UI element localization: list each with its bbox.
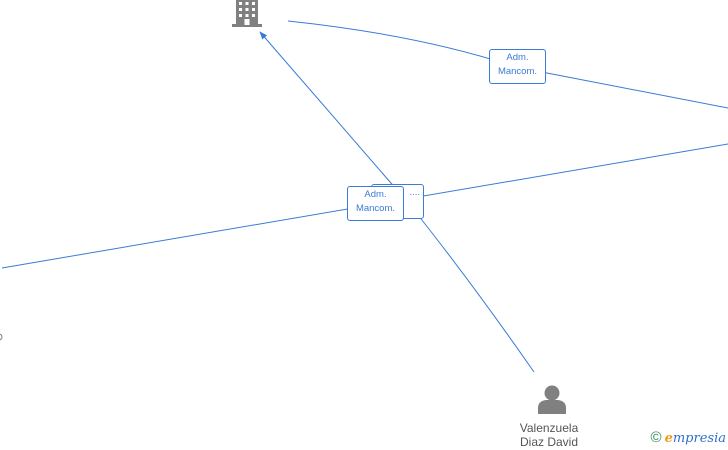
brand-watermark: ©empresia (651, 429, 726, 446)
edge-label-line1: Adm. (364, 189, 387, 200)
person-node-label[interactable]: Valenzuela Diaz David (504, 421, 594, 449)
edge-label-line2: Mancom. (497, 66, 538, 77)
edge-label-adm-mancom-1[interactable]: Adm. Mancom. (489, 49, 546, 84)
edge-stub-left (0, 333, 3, 341)
edge-label-line1: Adm. (506, 52, 529, 63)
person-name-line1: Valenzuela (519, 421, 579, 435)
copyright-symbol: © (650, 429, 662, 446)
person-icon[interactable] (536, 384, 568, 414)
edge-label-line2: Mancom. (355, 203, 396, 214)
edge-label-line2: .... (409, 187, 420, 198)
brand-logo: empresia (664, 431, 726, 446)
edge-label-adm-mancom-2[interactable]: Adm. Mancom. (347, 186, 404, 221)
building-icon[interactable] (231, 0, 265, 28)
person-name-line2: Diaz David (519, 435, 579, 449)
